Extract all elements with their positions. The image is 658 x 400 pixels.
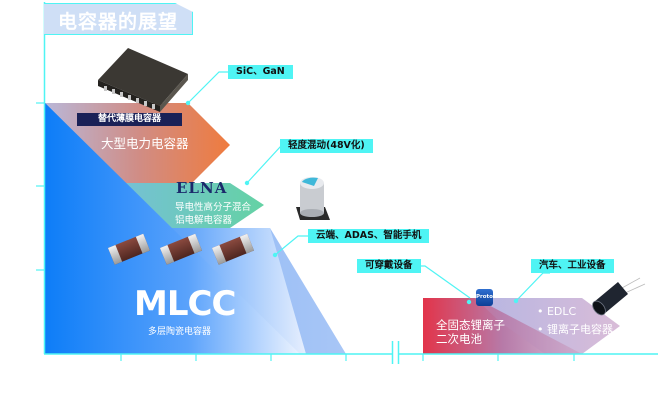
- aluminum-capacitor-icon: [296, 177, 330, 220]
- polymer-label-line2: 铝电解电容器: [175, 215, 233, 226]
- axis-ticks: [36, 102, 575, 361]
- page-title: 电容器的展望: [58, 11, 179, 33]
- callout-auto-industrial: 汽车、工业设备: [531, 259, 614, 273]
- segment-mlcc-main: [45, 103, 306, 354]
- cylindrical-capacitor-icon: [592, 277, 646, 316]
- callout-dot: [272, 252, 278, 258]
- li-ion-capacitor-bullet: • 锂离子电容器: [537, 323, 613, 336]
- mlcc-label: MLCC: [134, 284, 236, 324]
- film-replacement-badge: 替代薄膜电容器: [77, 113, 182, 126]
- elna-logo: ELNA: [176, 179, 228, 197]
- chip-capacitor-icon: [108, 233, 254, 265]
- callout-dot: [185, 100, 191, 106]
- segment-solid-battery: [423, 298, 582, 354]
- callout-sic-gan: SiC、GaN: [228, 65, 293, 79]
- callout-cloud-adas: 云端、ADAS、智能手机: [308, 229, 430, 243]
- proto-badge: Proto: [476, 289, 493, 306]
- callout-mild-hybrid: 轻度混动(48V化): [280, 139, 373, 153]
- power-capacitor-label: 大型电力电容器: [101, 136, 189, 151]
- edlc-bullet: • EDLC: [537, 305, 577, 318]
- mlcc-sublabel: 多层陶瓷电容器: [148, 327, 212, 337]
- callout-dot: [466, 299, 472, 305]
- polymer-label-line1: 导电性高分子混合: [175, 202, 252, 213]
- callout-wearables: 可穿戴设备: [357, 259, 421, 273]
- callout-dot: [244, 180, 250, 186]
- solid-battery-label-line1: 全固态锂离子: [436, 318, 505, 332]
- callout-dot: [513, 298, 519, 304]
- segment-battery-fade: [475, 298, 582, 354]
- title-tab: [44, 3, 193, 35]
- smd-power-module-icon: [98, 48, 188, 112]
- solid-battery-label-line2: 二次电池: [436, 332, 482, 346]
